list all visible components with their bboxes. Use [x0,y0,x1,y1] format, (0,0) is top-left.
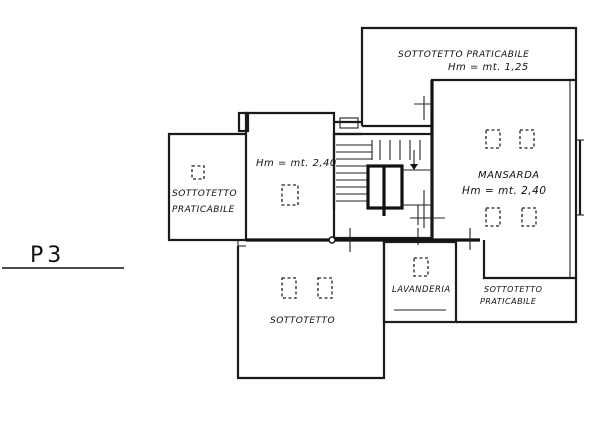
divider-node [328,236,336,244]
wall-bottom-right [456,240,578,324]
label-lavanderia: LAVANDERIA [392,285,451,295]
skylight-mansarda-2 [519,129,535,149]
chimney-top-left [237,111,250,133]
skylights [191,129,537,299]
label-left-2: PRATICABILE [172,205,235,215]
skylight-lavanderia [413,257,429,277]
skylight-mansarda-4 [521,207,537,227]
stair-arrow [410,164,418,170]
label-center-left: Hm = mt. 2,40 [256,158,337,169]
label-mansarda-1: MANSARDA [478,170,540,181]
stair-enclosure [332,132,434,240]
floor-label: P3 [30,243,65,268]
wall-mansarda [430,78,576,126]
skylight-mansarda-3 [485,207,501,227]
label-bottom-right-1: SOTTOTETTO [484,285,542,294]
label-mansarda-2: Hm = mt. 2,40 [462,185,547,197]
chimney-top-center [339,117,359,129]
skylight-mansarda-1 [485,129,501,149]
label-top-right-1: SOTTOTETTO PRATICABILE [398,50,529,60]
wall-center-left-room [244,111,336,240]
label-bottom-left: SOTTOTETTO [270,316,335,326]
skylight-bottom-left-1 [281,277,297,299]
wall-left-room [167,132,246,242]
label-left-1: SOTTOTETTO [172,189,237,199]
label-bottom-right-2: PRATICABILE [480,297,537,306]
skylight-left-room [191,165,205,180]
wall-bottom-left [236,242,386,380]
label-top-right-2: Hm = mt. 1,25 [448,62,529,73]
wall-top-right-block [360,26,578,278]
stair-treads [336,140,421,202]
skylight-center-left [281,184,299,206]
skylight-bottom-left-2 [317,277,333,299]
